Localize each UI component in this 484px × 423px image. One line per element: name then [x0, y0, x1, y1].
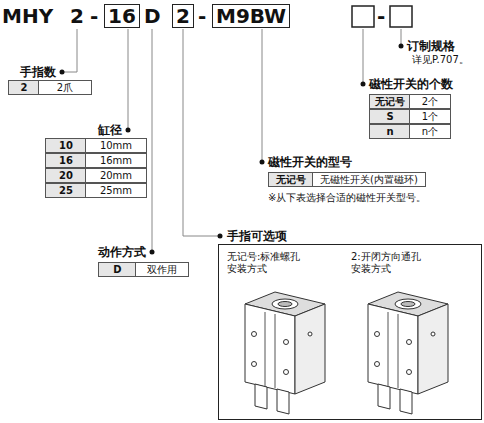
table-cell: 2爪	[38, 80, 92, 95]
note-text: ※从下表选择合适的磁性开关型号。	[268, 192, 426, 204]
code-box: 16	[104, 4, 140, 28]
table-cell: 无记号	[268, 172, 314, 187]
table-cell: 16	[45, 153, 87, 168]
table-cell: 10	[45, 138, 87, 153]
gripper-illustration	[245, 292, 325, 414]
field-heading: 磁性开关的个数	[369, 77, 453, 91]
table-cell: 2个	[409, 94, 451, 109]
table-cell: 20mm	[85, 168, 147, 183]
field-heading: 手指数	[20, 65, 56, 79]
gripper-illustration	[368, 292, 448, 414]
table-cell: n	[369, 124, 411, 139]
table-cell: 10mm	[85, 138, 147, 153]
table-cell: S	[369, 109, 411, 124]
leader-dot	[60, 44, 404, 255]
option-heading: 手指可选项	[227, 229, 287, 243]
option-heading: 2	[176, 5, 190, 27]
table-cell: D	[98, 262, 137, 277]
option-text: 2:开闭方向通孔 安装方式	[351, 251, 451, 275]
dash: -	[90, 5, 98, 27]
code-box: 2	[172, 4, 194, 28]
table-cell: 25	[45, 183, 87, 198]
code-box: M9BW	[212, 4, 290, 28]
option-heading: M9BW	[216, 5, 286, 27]
code-part: 2	[70, 5, 84, 27]
option-text: 无记号:标准螺孔 安装方式	[227, 251, 327, 275]
option-panel: 手指可选项无记号:标准螺孔 安装方式2:开闭方向通孔 安装方式	[218, 244, 482, 420]
table-cell: 16mm	[85, 153, 147, 168]
field-heading: 动作方式	[98, 245, 146, 259]
option-heading: 16	[108, 5, 136, 27]
table-cell: 双作用	[135, 262, 189, 277]
table-cell: n个	[409, 124, 451, 139]
model-code: MHY	[2, 5, 53, 27]
table-cell: 1个	[409, 109, 451, 124]
code-part: D	[144, 5, 161, 27]
dash: -	[377, 5, 385, 27]
note-text: 详见P.707。	[412, 54, 469, 66]
table-cell: 无记号	[369, 94, 411, 109]
table-cell: 无磁性开关(内置磁环)	[312, 172, 426, 187]
blank-box	[352, 6, 374, 27]
table-cell: 25mm	[85, 183, 147, 198]
table-cell: 20	[45, 168, 87, 183]
field-heading: 缸径	[98, 123, 122, 137]
table-cell: 2	[8, 80, 40, 95]
blank-box	[390, 6, 412, 27]
field-heading: 订制规格	[407, 39, 455, 53]
field-heading: 磁性开关的型号	[268, 155, 352, 169]
leader	[62, 29, 401, 252]
dash: -	[198, 5, 206, 27]
